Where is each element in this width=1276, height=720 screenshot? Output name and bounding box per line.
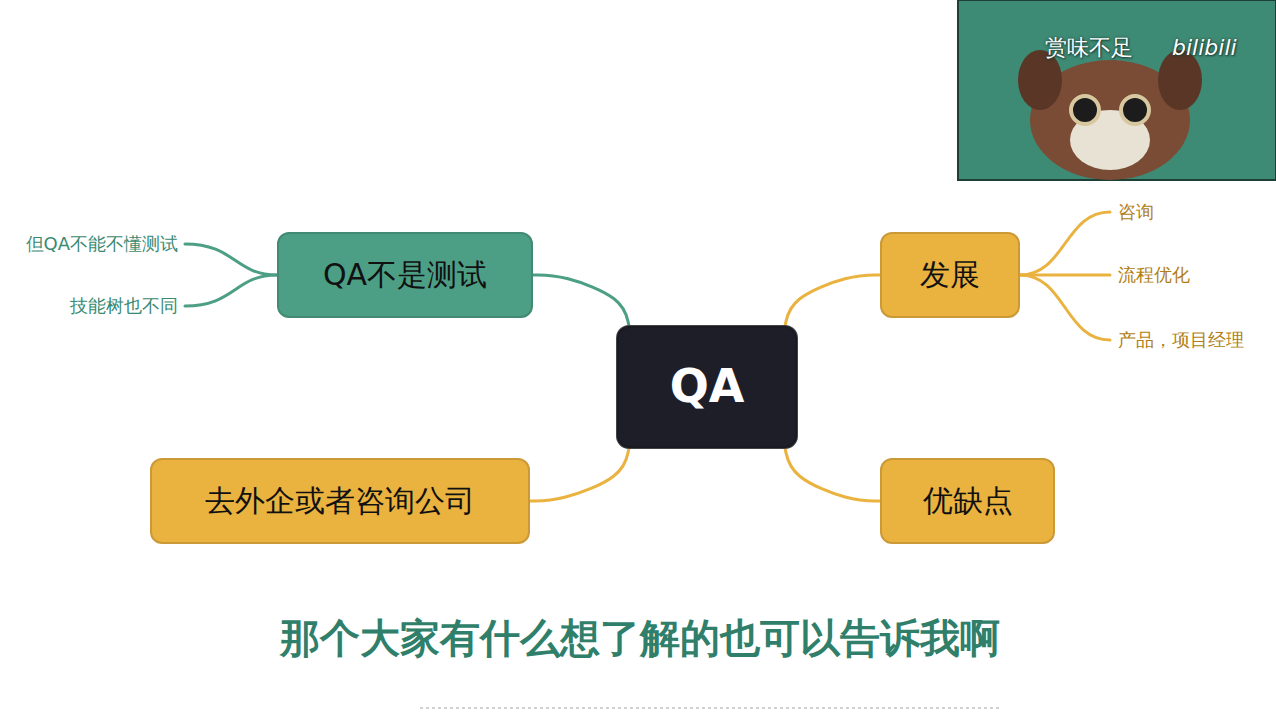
node-label: QA [670,359,745,414]
bottom-rule [420,707,1000,709]
branch-line [1020,212,1110,275]
topic-box: 优缺点 [880,458,1055,544]
subtitle: 那个大家有什么想了解的也可以告诉我啊 [280,612,1000,664]
topic-box: QA不是测试 [277,232,533,318]
thumbnail-frame [958,0,1276,180]
leaf-text: 技能树也不同 [70,294,178,318]
node-label: QA不是测试 [323,257,487,293]
leaf-text: 流程优化 [1118,263,1190,287]
topic-box: 去外企或者咨询公司 [150,458,530,544]
node-label: 优缺点 [923,483,1013,519]
goggle-left [1071,96,1099,124]
branch-line [1020,275,1110,340]
right-branches [1020,212,1110,340]
watermark: bilibili [1172,36,1237,60]
branch-connector [785,448,880,501]
leaf-text: 但QA不能不懂测试 [26,232,178,256]
leaf-text: 产品，项目经理 [1118,328,1244,352]
left-branches [185,244,277,306]
branch-line [185,244,277,275]
thumbnail-ground [958,0,1276,180]
uploader-name: 赏味不足 [1045,36,1133,60]
goggle-right [1121,96,1149,124]
topic-box: 发展 [880,232,1020,318]
branch-connector [533,275,629,326]
node-label: 发展 [920,257,980,293]
branch-connector [785,275,880,326]
branch-connector [530,448,629,501]
leaf-text: 咨询 [1118,200,1154,224]
central-topic: QA [617,326,797,448]
video-thumbnail [958,0,1276,180]
node-label: 去外企或者咨询公司 [205,483,475,519]
branch-line [185,275,277,306]
